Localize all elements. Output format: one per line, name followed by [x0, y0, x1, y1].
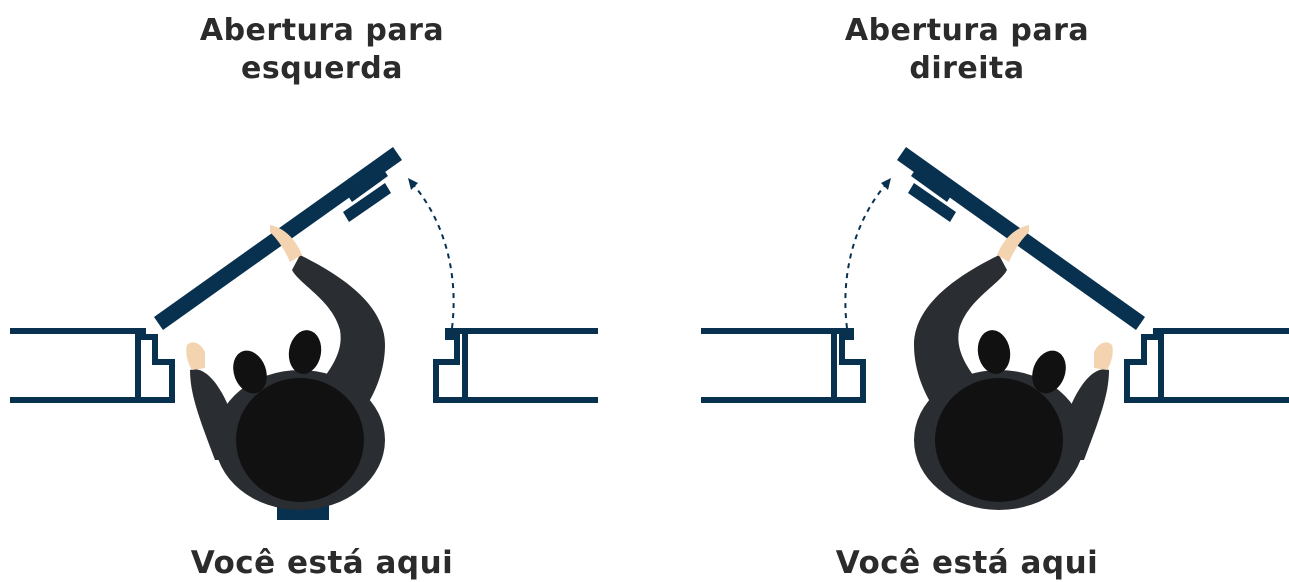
right-arm	[292, 255, 385, 430]
panel-left-opening: Abertura para esquerda	[0, 0, 644, 581]
title-right-opening: Abertura para direita	[645, 12, 1289, 88]
caption-you-are-here: Você está aqui	[835, 545, 1099, 581]
right-opening-illustration	[701, 147, 1289, 510]
left-opening-illustration	[10, 147, 598, 520]
swing-arrow	[408, 178, 455, 329]
left-hand	[1094, 342, 1113, 370]
right-arm	[914, 255, 1007, 430]
person-top-view	[186, 225, 385, 520]
title-left-opening: Abertura para esquerda	[0, 12, 644, 88]
panel-right-opening: Abertura para direita	[645, 0, 1289, 581]
person-top-view	[914, 225, 1113, 510]
shoulder-right	[977, 330, 1011, 374]
wall-right	[433, 328, 598, 403]
shoulder-left	[1032, 350, 1066, 394]
shoulder-right	[288, 330, 322, 374]
right-hand	[270, 225, 302, 262]
title-line-2: direita	[909, 51, 1025, 86]
head-hair	[935, 378, 1063, 502]
shoulder-left	[233, 350, 267, 394]
wall-right	[701, 328, 866, 403]
head-hair	[236, 378, 364, 502]
caption-you-are-here: Você está aqui	[190, 545, 454, 581]
left-hand	[186, 342, 205, 370]
swing-arrow	[844, 178, 891, 329]
title-line-1: Abertura para	[199, 13, 445, 48]
title-line-1: Abertura para	[844, 13, 1090, 48]
wall-left	[10, 328, 175, 403]
right-hand	[997, 225, 1029, 262]
wall-left	[1124, 328, 1289, 403]
title-line-2: esquerda	[241, 51, 403, 86]
